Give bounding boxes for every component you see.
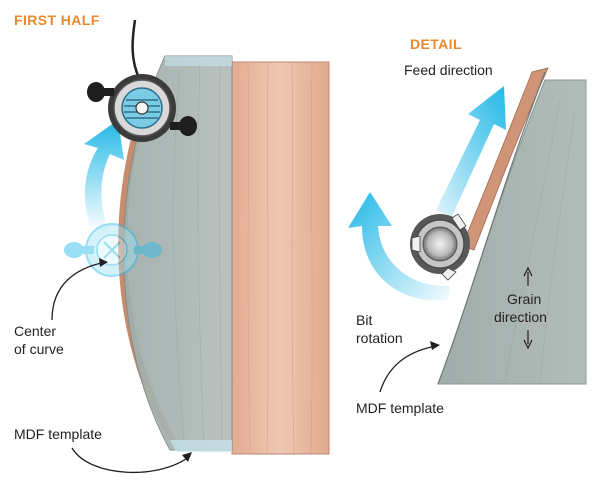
first-half-heading: FIRST HALF [14,12,100,28]
wood-grain-lines [247,61,313,455]
mdf-template-label-right: MDF template [356,400,444,416]
bit-rotation-arrow [348,192,450,301]
center-leader-line [51,261,107,321]
wood-board [231,61,330,455]
center-of-curve-label-line2: of curve [14,341,64,357]
bit-rotation-label-line1: Bit [356,312,373,328]
router-path-arrow [84,120,124,232]
template-top-edge [165,56,232,66]
grain-direction-label-line2: direction [494,309,547,325]
template-leader-arrowhead-left [182,452,192,462]
template-leader-arrowhead-right [430,341,440,350]
template-leader-line-left [71,447,191,473]
router-bit [410,213,470,281]
template-edge-line-detail [437,71,546,385]
mdf-template-label-left: MDF template [14,426,102,442]
feed-direction-label: Feed direction [404,62,493,78]
template-bottom-edge [170,440,232,452]
grain-direction-arrows [523,266,533,350]
center-of-curve-label-line1: Center [14,323,57,339]
router-active [87,19,197,142]
center-leader-arrowhead [99,258,108,267]
detail-heading: DETAIL [410,36,462,52]
workpiece-strip-detail [461,67,549,251]
feed-direction-arrow [436,86,506,216]
template-texture [173,59,223,449]
grain-direction-label-line1: Grain [507,291,542,307]
template-leader-line-right [379,345,437,393]
bit-rotation-label-line2: rotation [356,330,403,346]
